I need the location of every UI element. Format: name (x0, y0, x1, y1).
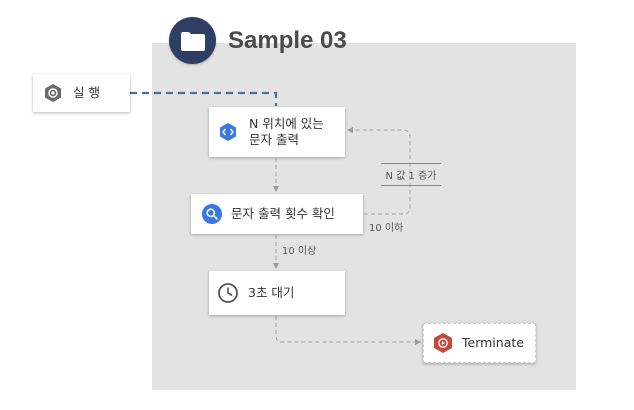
over-10-label: 10 이상 (282, 246, 317, 257)
check-count-label: 문자 출력 횟수 확인 (231, 206, 335, 221)
wait-label: 3초 대기 (248, 285, 295, 300)
search-icon (201, 203, 223, 225)
print-char-label-line1: N 위치에 있는 (249, 116, 324, 131)
terminate-hexagon-icon (432, 332, 454, 354)
loop-edge-label: N 값 1 증가 (381, 163, 441, 186)
under-10-label: 10 이하 (369, 223, 404, 234)
start-node[interactable]: 실 행 (33, 74, 130, 112)
page-title: Sample 03 (228, 27, 347, 54)
clock-icon (217, 282, 239, 304)
edge-start-to-print (130, 91, 278, 106)
run-hexagon-icon (43, 83, 63, 103)
check-count-node[interactable]: 문자 출력 횟수 확인 (191, 194, 363, 234)
print-char-label-line2: 문자 출력 (249, 132, 299, 147)
edge-wait-to-terminate (275, 316, 421, 345)
start-node-label: 실 행 (73, 85, 100, 100)
terminate-node[interactable]: Terminate (423, 323, 536, 363)
folder-icon (169, 17, 216, 64)
loop-edge-label-text: N 값 1 증가 (385, 171, 437, 182)
wait-node[interactable]: 3초 대기 (209, 271, 345, 315)
code-hexagon-icon (218, 122, 238, 142)
edge-loop-back (347, 127, 411, 215)
print-char-node[interactable]: N 위치에 있는 문자 출력 (209, 107, 345, 157)
terminate-label: Terminate (462, 335, 524, 350)
